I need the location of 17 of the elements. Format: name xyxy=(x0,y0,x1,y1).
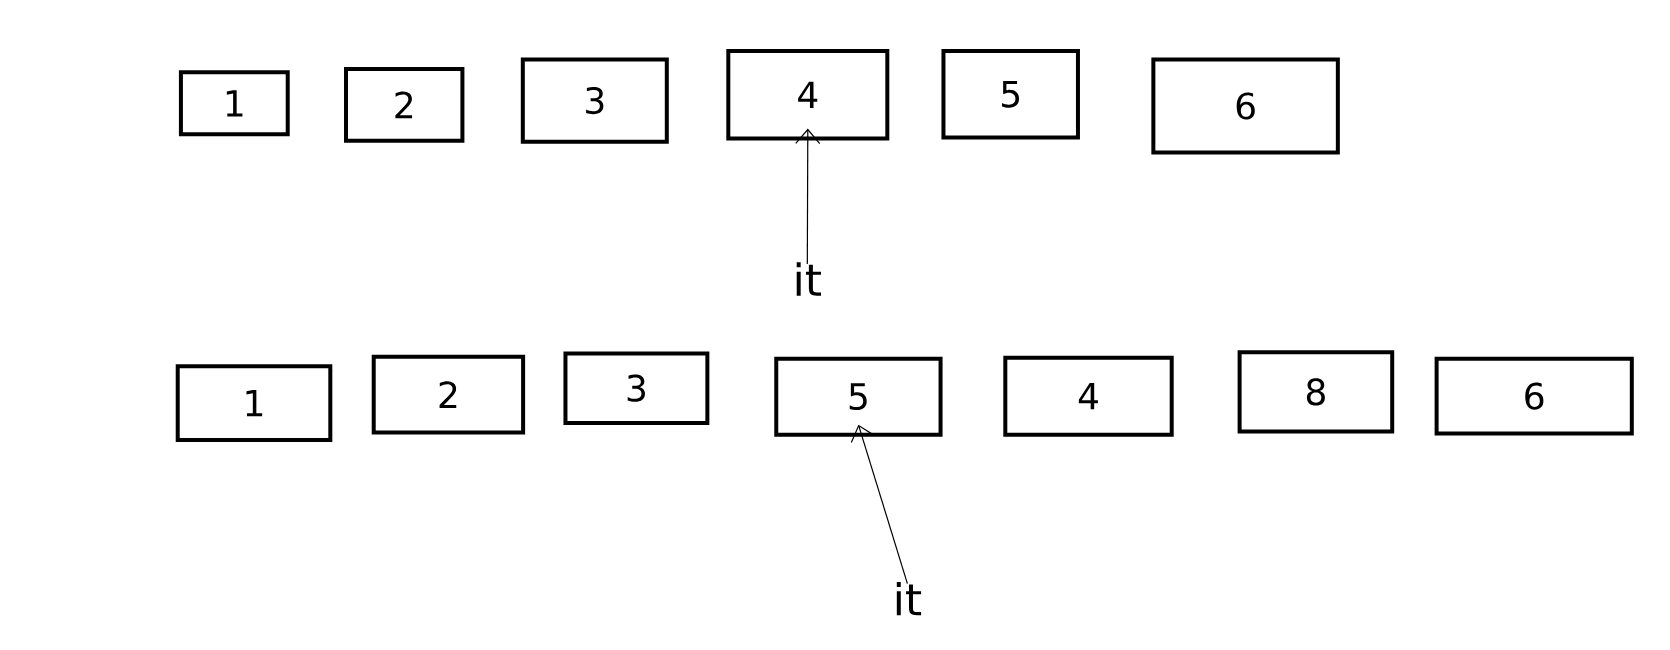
array-cell: 2 xyxy=(344,67,465,143)
array-cell: 5 xyxy=(774,356,943,437)
array-cell: 6 xyxy=(1151,57,1340,155)
array-cell: 5 xyxy=(941,49,1080,140)
array-cell: 3 xyxy=(563,351,710,425)
array-cell: 4 xyxy=(1003,355,1174,437)
array-cell: 8 xyxy=(1237,350,1395,434)
arrow xyxy=(795,128,821,265)
pointer-label: it xyxy=(796,262,821,296)
array-cell: 2 xyxy=(371,354,526,435)
array-cell: 1 xyxy=(175,364,333,442)
array-cell: 6 xyxy=(1434,356,1634,436)
array-cell: 1 xyxy=(178,70,290,137)
array-cell: 3 xyxy=(520,57,669,144)
array-cell: 4 xyxy=(726,49,890,141)
pointer-label: it xyxy=(896,581,922,616)
arrow xyxy=(850,424,908,585)
